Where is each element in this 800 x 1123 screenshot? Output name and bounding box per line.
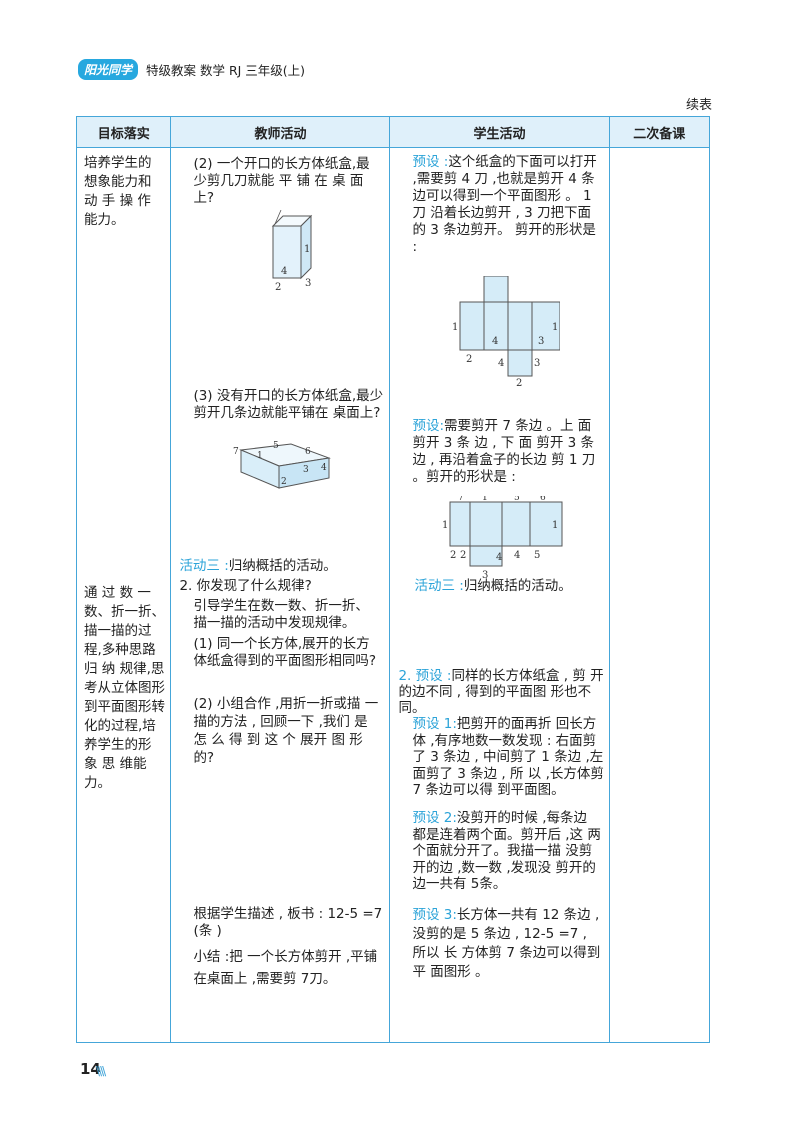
student-preset-2: 预设:需要剪开 7 条边 。上 面剪开 3 条 边 , 下 面 剪开 3 条边 … <box>412 418 600 486</box>
preset-c-label: 预设 3: <box>412 907 457 923</box>
col-header-teacher: 教师活动 <box>170 116 391 148</box>
preset-2-label: 预设: <box>412 418 445 434</box>
preset-b-text: 没剪开的时候 ,每条边 都是连着两个面。剪开后 ,这 两个面就分开了。我描一描 … <box>412 810 601 892</box>
summary-text: :把 一个长方体剪开 ,平铺在桌面上 ,需要剪 7刀。 <box>193 949 378 987</box>
svg-text:4: 4 <box>281 266 287 277</box>
svg-text:3: 3 <box>534 358 540 369</box>
notes-cell <box>608 147 710 1043</box>
svg-text:2: 2 <box>516 378 522 388</box>
svg-text:2: 2 <box>460 550 466 561</box>
svg-text:7: 7 <box>233 447 239 457</box>
activity-3-text: 归纳概括的活动。 <box>228 558 337 574</box>
preset-3-label: 2. 预设 : <box>398 668 452 684</box>
teacher-point-2: (2) 小组合作 ,用折一折或描 一描的方法 , 回顾一下 ,我们 是 怎 么 … <box>193 696 379 766</box>
svg-text:2: 2 <box>281 477 287 487</box>
page-number-decoration: \\\\ <box>96 1064 106 1078</box>
svg-text:2: 2 <box>466 354 472 365</box>
svg-text:5: 5 <box>273 441 279 451</box>
svg-text:2: 2 <box>275 282 281 292</box>
svg-text:3: 3 <box>305 278 311 289</box>
teacher-activity-3: 活动三 :归纳概括的活动。 <box>179 558 385 575</box>
svg-text:3: 3 <box>538 336 544 347</box>
goal-2: 通 过 数 一 数、折一折、描一描的过程,多种思路 归 纳 规律,思考从立体图形… <box>84 585 165 791</box>
teacher-question-3: (3) 没有开口的长方体纸盒,最少剪开几条边就能平铺在 桌面上? <box>193 388 384 421</box>
teacher-cell: (2) 一个开口的长方体纸盒,最少剪几刀就能 平 铺 在 桌 面上? 1 4 2… <box>170 147 391 1043</box>
svg-text:6: 6 <box>305 447 311 457</box>
student-preset-1: 预设 :这个纸盒的下面可以打开 ,需要剪 4 刀 ,也就是剪开 4 条边可以得到… <box>412 154 600 256</box>
continued-label: 续表 <box>685 98 712 113</box>
svg-text:7: 7 <box>458 496 464 503</box>
student-preset-c: 预设 3:长方体一共有 12 条边 ,没剪的是 5 条边 , 12-5 =7 ,… <box>412 906 604 982</box>
svg-text:4: 4 <box>498 358 504 369</box>
preset-1-label: 预设 : <box>412 154 449 170</box>
table-row: 培养学生的想象能力和动 手 操 作 能力。 通 过 数 一 数、折一折、描一描的… <box>75 147 710 1043</box>
svg-text:1: 1 <box>552 520 558 531</box>
svg-text:4: 4 <box>492 336 498 347</box>
preset-a-text: 把剪开的面再折 回长方体 ,有序地数一数发现 : 右面剪了 3 条边 , 中间剪… <box>412 716 604 798</box>
teacher-guide: 引导学生在数一数、折一折、描一描的活动中发现规律。 <box>193 598 369 631</box>
preset-3-text: 同样的长方体纸盒 , 剪 开的边不同 , 得到的平面图 形也不同。 <box>398 668 604 716</box>
svg-text:4: 4 <box>514 550 520 561</box>
brand-logo: 阳光同学 <box>78 58 139 80</box>
col-header-goals: 目标落实 <box>75 116 172 148</box>
svg-text:1: 1 <box>552 322 558 333</box>
svg-text:5: 5 <box>514 496 520 503</box>
student-activity-3: 活动三 :归纳概括的活动。 <box>414 578 604 595</box>
preset-c-text: 长方体一共有 12 条边 ,没剪的是 5 条边 , 12-5 =7 , 所以 长… <box>412 907 601 980</box>
preset-2-text: 需要剪开 7 条边 。上 面剪开 3 条 边 , 下 面 剪开 3 条边 , 再… <box>412 418 596 485</box>
open-box-figure: 1 4 2 3 <box>272 210 313 292</box>
col-header-student: 学生活动 <box>389 116 610 148</box>
book-title: 特级教案 数学 RJ 三年级(上) <box>146 62 306 78</box>
net-figure-2: 7 1 5 6 1 1 2 2 4 4 5 3 <box>442 496 563 580</box>
goal-1: 培养学生的想象能力和动 手 操 作 能力。 <box>84 155 152 228</box>
teacher-summary: 小结 :把 一个长方体剪开 ,平铺在桌面上 ,需要剪 7刀。 <box>193 946 383 990</box>
student-activity-3-label: 活动三 : <box>414 578 464 594</box>
student-preset-3: 2. 预设 :同样的长方体纸盒 , 剪 开的边不同 , 得到的平面图 形也不同。 <box>398 668 604 716</box>
svg-text:1: 1 <box>482 496 488 503</box>
svg-text:1: 1 <box>257 451 263 461</box>
student-preset-a: 预设 1:把剪开的面再折 回长方体 ,有序地数一数发现 : 右面剪了 3 条边 … <box>412 716 604 799</box>
teacher-question-2: (2) 一个开口的长方体纸盒,最少剪几刀就能 平 铺 在 桌 面上? <box>193 156 370 206</box>
preset-a-label: 预设 1: <box>412 716 457 732</box>
teacher-rule-question: 2. 你发现了什么规律? <box>179 578 312 594</box>
svg-text:3: 3 <box>482 570 488 580</box>
student-preset-b: 预设 2:没剪开的时候 ,每条边 都是连着两个面。剪开后 ,这 两个面就分开了。… <box>412 810 604 893</box>
student-activity-3-text: 归纳概括的活动。 <box>463 578 572 594</box>
net-figure-1: 1 1 4 3 2 4 3 2 <box>452 276 561 388</box>
page-header: 阳光同学 特级教案 数学 RJ 三年级(上) <box>78 58 305 80</box>
svg-text:3: 3 <box>303 465 309 475</box>
lesson-table: 目标落实 教师活动 学生活动 二次备课 培养学生的想象能力和动 手 操 作 能力… <box>75 116 710 1043</box>
svg-text:4: 4 <box>496 552 502 563</box>
svg-text:1: 1 <box>304 244 310 255</box>
student-cell: 预设 :这个纸盒的下面可以打开 ,需要剪 4 刀 ,也就是剪开 4 条边可以得到… <box>389 147 610 1043</box>
teacher-point-1: (1) 同一个长方体,展开的长方 体纸盒得到的平面图形相同吗? <box>193 636 377 669</box>
svg-text:1: 1 <box>442 520 448 531</box>
teacher-board: 根据学生描述 , 板书 : 12-5 =7 (条 ) <box>193 906 383 939</box>
svg-text:4: 4 <box>321 463 327 473</box>
goals-cell: 培养学生的想象能力和动 手 操 作 能力。 通 过 数 一 数、折一折、描一描的… <box>75 147 172 1043</box>
summary-label: 小结 <box>193 949 221 965</box>
svg-text:5: 5 <box>534 550 540 561</box>
svg-text:6: 6 <box>540 496 546 503</box>
closed-box-figure: 7 1 5 6 3 4 2 <box>233 441 332 489</box>
table-header-row: 目标落实 教师活动 学生活动 二次备课 <box>75 116 710 148</box>
preset-1-text: 这个纸盒的下面可以打开 ,需要剪 4 刀 ,也就是剪开 4 条边可以得到一个平面… <box>412 154 597 255</box>
preset-b-label: 预设 2: <box>412 810 457 826</box>
svg-text:1: 1 <box>452 322 458 333</box>
page-number: 14 <box>80 1060 101 1078</box>
activity-3-label: 活动三 : <box>179 558 229 574</box>
col-header-notes: 二次备课 <box>608 116 710 148</box>
svg-text:2: 2 <box>450 550 456 561</box>
